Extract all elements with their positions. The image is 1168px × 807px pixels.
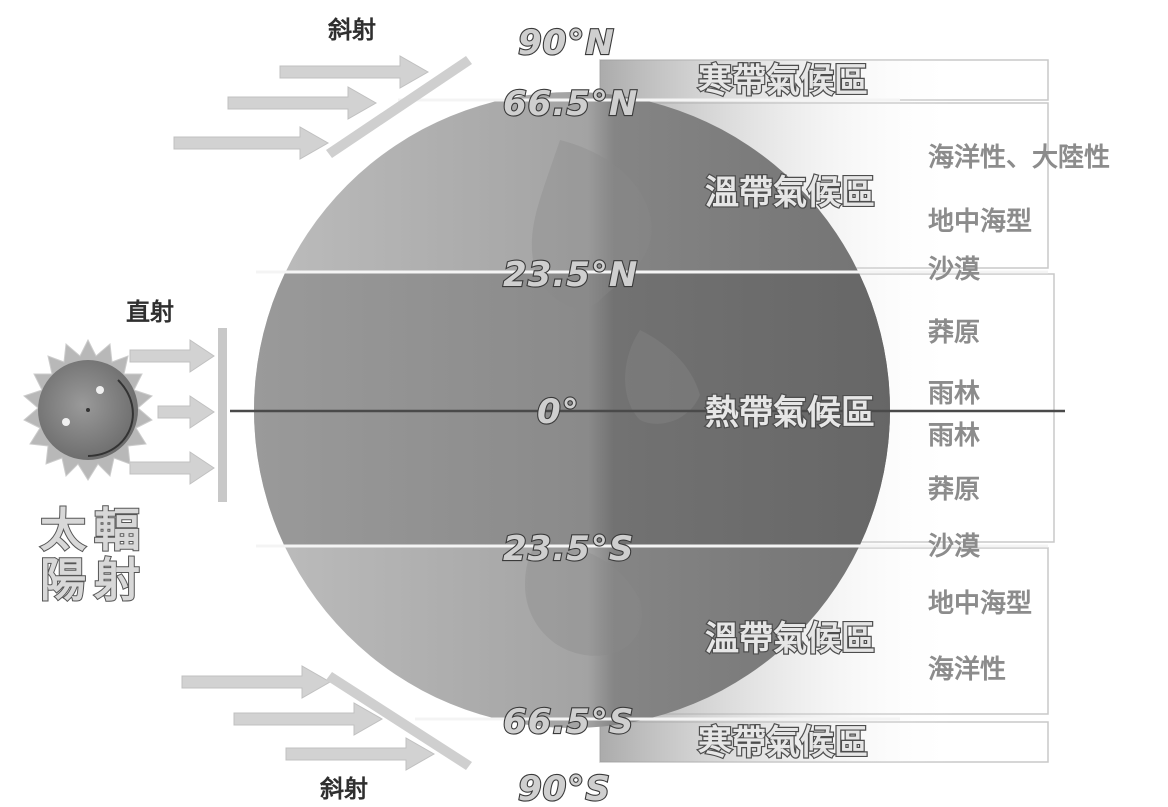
zone-south-temperate: 溫帶氣候區 — [705, 619, 875, 659]
lat-23s: 23.5°S — [503, 529, 634, 569]
lat-90s: 90°S — [518, 769, 611, 807]
sun-center-dot-icon — [86, 408, 90, 412]
subtype-s-mediterranean: 地中海型 — [928, 589, 1032, 619]
latitude-lines — [256, 98, 1048, 721]
sun-text-2: 輻 — [94, 503, 140, 557]
zone-north-frigid: 寒帶氣候區 — [698, 61, 868, 101]
lat-66n: 66.5°N — [503, 84, 638, 124]
subtype-n-desert: 沙漠 — [928, 255, 981, 285]
direct-surface — [218, 328, 227, 502]
oblique-rays-bottom — [181, 665, 436, 771]
lat-0: 0° — [537, 392, 580, 432]
sun-dot-icon — [96, 386, 104, 394]
oblique-surface-top — [326, 56, 472, 158]
oblique-surface-bottom — [326, 672, 472, 770]
lat-90n: 90°N — [518, 23, 615, 63]
direct-label: 直射 — [126, 298, 174, 326]
oblique-label-top: 斜射 — [327, 16, 376, 44]
subtype-s-desert: 沙漠 — [928, 532, 981, 562]
continents — [525, 140, 700, 656]
subtype-n-savanna: 莽原 — [927, 318, 980, 348]
zone-south-frigid: 寒帶氣候區 — [698, 723, 868, 763]
sun — [23, 338, 153, 481]
lat-23n: 23.5°N — [503, 255, 638, 295]
sun-rim-icon — [87, 379, 134, 457]
sun-dot-icon-2 — [62, 418, 70, 426]
subtype-s-savanna: 莽原 — [927, 475, 980, 505]
subtype-s-rainforest: 雨林 — [928, 421, 980, 451]
subtype-s-maritime: 海洋性 — [928, 654, 1006, 685]
oblique-label-bottom: 斜射 — [319, 775, 368, 803]
zone-north-temperate: 溫帶氣候區 — [705, 173, 875, 213]
subtype-n-rainforest: 雨林 — [928, 379, 980, 409]
oblique-rays-top — [173, 55, 430, 160]
sun-text-1: 太 — [40, 503, 86, 557]
lat-66s: 66.5°S — [503, 702, 634, 742]
subtype-n-maritime-continental: 海洋性、大陸性 — [928, 142, 1110, 173]
zone-tropical: 熱帶氣候區 — [705, 393, 875, 433]
sun-text-4: 射 — [94, 553, 140, 607]
sun-text-3: 陽 — [40, 553, 86, 607]
subtype-n-mediterranean: 地中海型 — [928, 207, 1032, 237]
direct-rays — [129, 339, 215, 485]
